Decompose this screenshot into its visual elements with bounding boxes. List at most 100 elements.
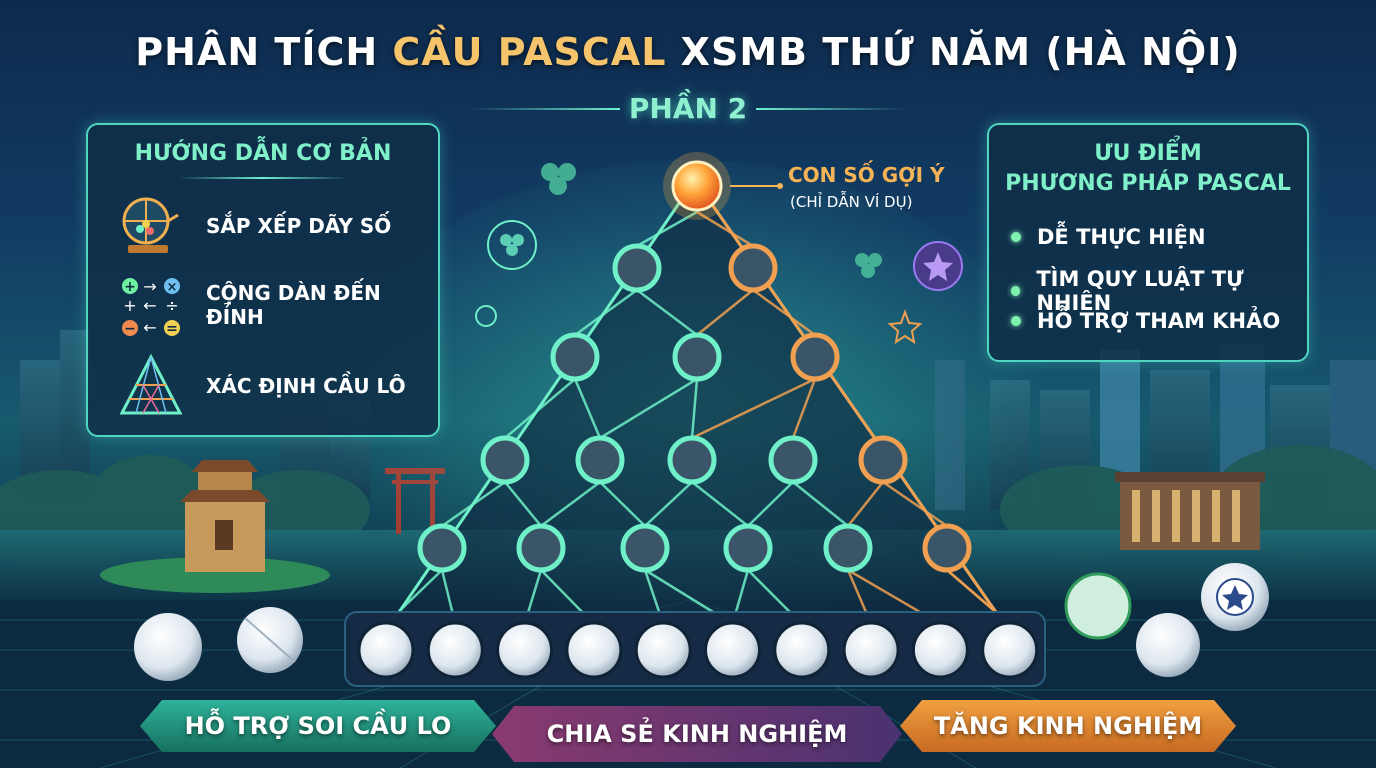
- svg-text:÷: ÷: [165, 296, 178, 315]
- svg-text:=: =: [166, 321, 178, 337]
- guide-step-3: XÁC ĐỊNH CẦU LÔ: [116, 351, 426, 421]
- pyramid-node: [728, 243, 778, 293]
- svg-text:×: ×: [167, 280, 178, 295]
- pyramid-connection-line: [690, 378, 699, 439]
- title-part-2: XSMB THỨ NĂM (HÀ NỘI): [666, 30, 1241, 74]
- pyramid-node: [575, 435, 625, 485]
- pyramid-node: [768, 435, 818, 485]
- pyramid-connection-line: [747, 481, 794, 527]
- pyramid-connection-line: [636, 289, 698, 336]
- bullet-icon: [1011, 316, 1021, 326]
- base-number-ball: [426, 621, 484, 679]
- pyramid-connection-line: [882, 480, 948, 528]
- pyramid-nodes: [417, 243, 972, 573]
- pyramid-connection-line: [847, 481, 884, 527]
- pyramid-connection-line: [636, 210, 698, 248]
- base-number-ball: [496, 621, 554, 679]
- math-operators-icon: + → × + ← ÷ − ← =: [122, 277, 180, 337]
- pyramid-connection-line: [792, 481, 849, 527]
- advantage-item-1-label: DỄ THỰC HIỆN: [1037, 225, 1206, 249]
- advantage-item-1: DỄ THỰC HIỆN: [1011, 225, 1206, 249]
- guide-step-2: + → × + ← ÷ − ← = CỘNG DÀN ĐẾN ĐỈNH: [116, 270, 426, 340]
- pyramid-node: [550, 332, 600, 382]
- triangle-network-icon: [119, 353, 183, 415]
- pyramid-node: [723, 523, 773, 573]
- pyramid-node: [612, 243, 662, 293]
- apex-label: CON SỐ GỢI Ý: [788, 163, 945, 187]
- base-number-ball: [634, 621, 692, 679]
- advantages-title-line-2: PHƯƠNG PHÁP PASCAL: [1005, 171, 1291, 196]
- bullet-icon: [1011, 286, 1021, 296]
- pyramid-node: [667, 435, 717, 485]
- pyramid-node: [858, 435, 908, 485]
- pyramid-connection-line: [599, 481, 646, 527]
- svg-text:−: −: [124, 321, 136, 337]
- advantage-item-3-label: HỖ TRỢ THAM KHẢO: [1037, 309, 1281, 333]
- share-experience-button[interactable]: CHIA SẺ KINH NGHIỆM: [492, 706, 902, 762]
- mausoleum-illustration: [1115, 472, 1265, 550]
- advantages-title-line-1: ƯU ĐIỂM: [1094, 141, 1202, 166]
- guide-step-1-label: SẮP XẾP DÃY SỐ: [206, 214, 392, 238]
- pyramid-connection-line: [441, 480, 506, 528]
- pyramid-connection-line: [696, 210, 754, 248]
- pyramid-node: [620, 523, 670, 573]
- pyramid-connection-line: [644, 481, 693, 527]
- guide-step-1: SẮP XẾP DÃY SỐ: [116, 191, 426, 261]
- guide-step-2-label: CỘNG DÀN ĐẾN ĐỈNH: [206, 281, 381, 329]
- pyramid-connection-line: [504, 481, 542, 527]
- lottery-cage-icon: [122, 197, 179, 253]
- pyramid-connection-line: [540, 480, 601, 528]
- pyramid-connection-line: [696, 289, 754, 336]
- svg-text:←: ←: [143, 296, 156, 315]
- guide-title-divider: [178, 177, 348, 179]
- svg-text:+: +: [124, 279, 136, 295]
- pyramid-node: [922, 523, 972, 573]
- pyramid-node: [417, 523, 467, 573]
- pyramid-connection-line: [691, 377, 816, 440]
- pyramid-node: [823, 523, 873, 573]
- svg-text:←: ←: [143, 318, 156, 337]
- page-title: PHÂN TÍCH CẦU PASCAL XSMB THỨ NĂM (HÀ NỘ…: [0, 30, 1376, 74]
- decor-balls: [134, 563, 1269, 681]
- subtitle-divider-left: [470, 108, 620, 110]
- guide-panel: HƯỚNG DẪN CƠ BẢN SẮP XẾP DÃY SỐ + → × + …: [86, 123, 440, 437]
- guide-panel-title: HƯỚNG DẪN CƠ BẢN: [134, 141, 392, 166]
- pyramid-connection-line: [691, 481, 749, 527]
- advantage-item-3: HỖ TRỢ THAM KHẢO: [1011, 309, 1280, 333]
- base-number-ball: [357, 621, 415, 679]
- base-balls: [357, 621, 1039, 679]
- advantage-item-2: TÌM QUY LUẬT TỰ NHIÊN: [1011, 267, 1307, 315]
- pyramid-node: [790, 332, 840, 382]
- pyramid-connection-line: [573, 378, 602, 439]
- apex-number-ball: [671, 160, 723, 212]
- bullet-icon: [1011, 232, 1021, 242]
- advantage-item-2-label: TÌM QUY LUẬT TỰ NHIÊN: [1036, 267, 1244, 315]
- pyramid-connection-line: [599, 377, 698, 440]
- gain-experience-button[interactable]: TĂNG KINH NGHIỆM: [900, 700, 1236, 752]
- support-button[interactable]: HỖ TRỢ SOI CẦU LO: [140, 700, 496, 752]
- pyramid-connection-line: [504, 378, 576, 439]
- base-number-ball: [911, 621, 969, 679]
- base-number-ball: [704, 621, 761, 679]
- base-number-ball: [565, 621, 623, 679]
- decor-icons: [475, 163, 963, 345]
- base-number-ball: [842, 621, 900, 679]
- advantages-panel: ƯU ĐIỂM PHƯƠNG PHÁP PASCAL DỄ THỰC HIỆN …: [987, 123, 1309, 362]
- svg-text:→: →: [143, 277, 156, 296]
- page-subtitle: PHẦN 2: [628, 92, 748, 125]
- base-number-ball: [773, 621, 831, 679]
- turtle-tower-illustration: [100, 460, 330, 593]
- apex-sublabel: (CHỈ DẪN VÍ DỤ): [790, 193, 913, 211]
- pyramid-connection-line: [752, 288, 816, 337]
- pyramid-connection-line: [791, 378, 817, 439]
- guide-step-3-label: XÁC ĐỊNH CẦU LÔ: [206, 374, 406, 398]
- pyramid-node: [672, 332, 722, 382]
- svg-text:+: +: [123, 296, 136, 315]
- pyramid-node: [480, 435, 530, 485]
- title-part-1: PHÂN TÍCH: [135, 30, 393, 74]
- pyramid-node: [516, 523, 566, 573]
- subtitle-divider-right: [756, 108, 906, 110]
- title-highlight: CẦU PASCAL: [392, 30, 667, 74]
- base-number-ball: [981, 621, 1039, 679]
